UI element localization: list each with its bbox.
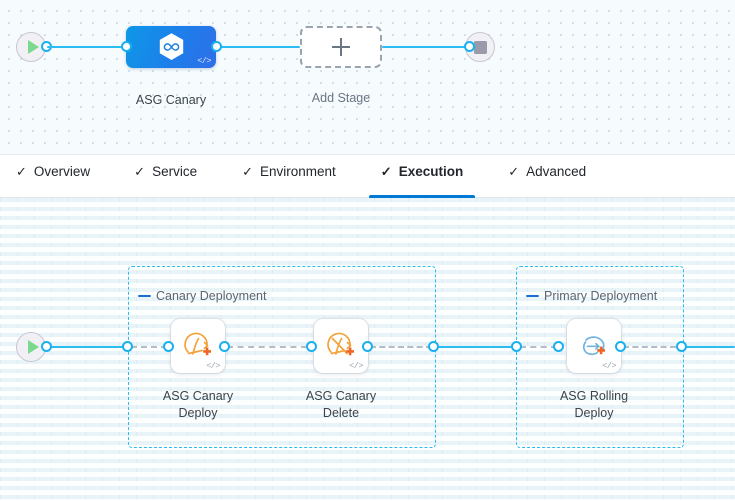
- asg-rolling-deploy-output-port[interactable]: [615, 341, 626, 352]
- step-group-title: Primary Deployment: [544, 289, 658, 303]
- tab-label: Service: [152, 163, 198, 179]
- tab-service[interactable]: ✓ Service: [134, 155, 197, 197]
- stage-node-asg-canary[interactable]: </>: [126, 26, 216, 68]
- step-code-badge[interactable]: </>: [602, 361, 616, 371]
- step-group-header[interactable]: Canary Deployment: [138, 289, 266, 303]
- step-label-line2: Deploy: [178, 406, 218, 420]
- tab-execution[interactable]: ✓ Execution: [368, 155, 476, 198]
- primary-group-input-port[interactable]: [511, 341, 522, 352]
- asg-canary-deploy-output-port[interactable]: [219, 341, 230, 352]
- edge-group-to-rolling-deploy: [520, 346, 557, 348]
- primary-group-output-port[interactable]: [676, 341, 687, 352]
- tab-label: Overview: [33, 163, 91, 179]
- play-icon: [27, 340, 39, 354]
- step-label-asg-canary-delete: ASG Canary Delete: [293, 388, 389, 422]
- check-icon: ✓: [508, 163, 520, 179]
- step-label-line2: Delete: [322, 406, 360, 420]
- collapse-dash-icon[interactable]: [526, 294, 539, 298]
- tab-label: Advanced: [526, 163, 587, 179]
- edge-primary-group-outgoing: [682, 345, 735, 349]
- edge-canary-deploy-to-delete: [227, 346, 307, 348]
- step-code-badge[interactable]: </>: [206, 361, 220, 371]
- asg-rolling-deploy-icon: [582, 336, 605, 356]
- end-input-port[interactable]: [464, 41, 475, 52]
- asg-rolling-deploy-input-port[interactable]: [553, 341, 564, 352]
- step-group-canary-deployment[interactable]: Canary Deployment: [128, 266, 436, 448]
- step-node-asg-canary-delete[interactable]: </>: [314, 319, 368, 373]
- stop-icon: [473, 40, 487, 54]
- step-group-title: Canary Deployment: [156, 289, 267, 303]
- plus-icon: [332, 38, 350, 56]
- asg-canary-delete-input-port[interactable]: [306, 341, 317, 352]
- stage-output-port[interactable]: [211, 41, 222, 52]
- stage-input-port[interactable]: [121, 41, 132, 52]
- asg-canary-deploy-icon: [184, 332, 211, 356]
- asg-canary-delete-icon: [327, 332, 354, 356]
- tab-label: Environment: [260, 163, 336, 179]
- step-group-primary-deployment[interactable]: Primary Deployment: [516, 266, 684, 448]
- edge-rolling-to-group-exit: [623, 346, 676, 348]
- execution-start-port[interactable]: [41, 341, 52, 352]
- tab-environment[interactable]: ✓ Environment: [242, 155, 336, 197]
- step-label-line1: ASG Canary: [305, 389, 377, 403]
- tab-overview[interactable]: ✓ Overview: [16, 155, 90, 197]
- check-icon: ✓: [242, 163, 253, 179]
- stage-code-badge[interactable]: </>: [197, 56, 211, 66]
- stage-canvas[interactable]: </> ASG Canary Add Stage: [0, 0, 735, 155]
- step-label-line1: ASG Rolling: [559, 389, 629, 403]
- play-icon: [27, 40, 39, 54]
- edge-start-to-canary-group: [47, 345, 127, 349]
- edge-delete-to-group-exit: [370, 346, 432, 348]
- tab-active-indicator: [368, 195, 476, 198]
- edge-canary-to-primary-group: [434, 345, 518, 349]
- stage-label: ASG Canary: [135, 93, 207, 107]
- add-stage-label: Add Stage: [311, 91, 371, 105]
- step-group-header[interactable]: Primary Deployment: [526, 289, 657, 303]
- step-label-line1: ASG Canary: [162, 389, 234, 403]
- check-icon: ✓: [134, 163, 146, 179]
- edge-group-to-canary-deploy: [131, 346, 167, 348]
- asg-canary-deploy-input-port[interactable]: [163, 341, 174, 352]
- collapse-dash-icon[interactable]: [138, 294, 151, 298]
- canary-group-output-port[interactable]: [428, 341, 439, 352]
- edge-start-to-stage: [47, 45, 126, 49]
- asg-canary-delete-output-port[interactable]: [362, 341, 373, 352]
- infinity-hexagon-icon: [158, 32, 185, 62]
- edge-add-to-end: [382, 45, 468, 49]
- step-code-badge[interactable]: </>: [349, 361, 363, 371]
- canary-group-input-port[interactable]: [122, 341, 133, 352]
- edge-stage-to-add: [217, 45, 300, 49]
- execution-canvas[interactable]: Canary Deployment </> ASG Canary Deploy: [0, 198, 735, 501]
- add-stage-button[interactable]: [300, 26, 382, 68]
- tab-advanced[interactable]: ✓ Advanced: [508, 155, 586, 197]
- step-node-asg-canary-deploy[interactable]: </>: [171, 319, 225, 373]
- step-label-asg-rolling-deploy: ASG Rolling Deploy: [546, 388, 642, 422]
- tab-label: Execution: [398, 163, 464, 179]
- step-label-line2: Deploy: [574, 406, 614, 420]
- check-icon: ✓: [380, 163, 392, 179]
- step-node-asg-rolling-deploy[interactable]: </>: [567, 319, 621, 373]
- stage-tabbar: ✓ Overview ✓ Service ✓ Environment ✓ Exe…: [0, 155, 735, 198]
- step-label-asg-canary-deploy: ASG Canary Deploy: [150, 388, 246, 422]
- check-icon: ✓: [16, 163, 27, 179]
